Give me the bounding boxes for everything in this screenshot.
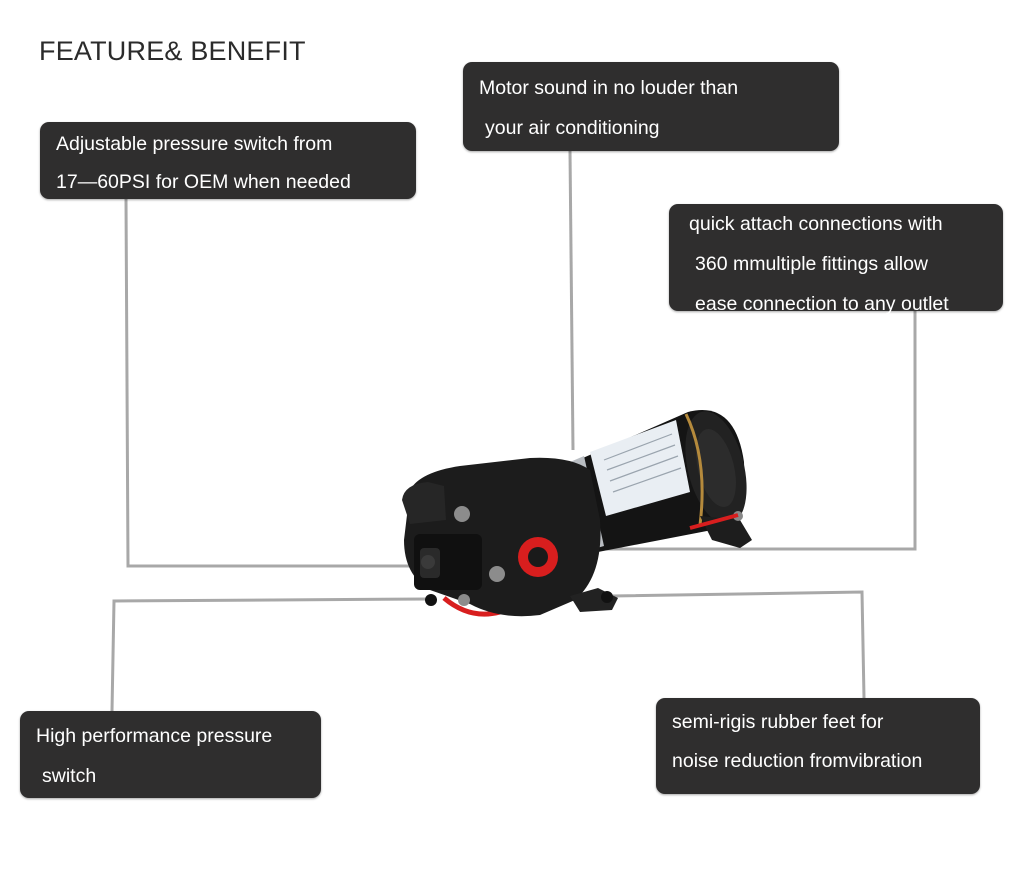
page-title: FEATURE& BENEFIT (39, 36, 306, 66)
callout-high-performance-switch: High performance pressure switch (20, 711, 321, 798)
callout-text: semi-rigis rubber feet for (672, 711, 884, 733)
callout-text: ease connection to any outlet (695, 293, 949, 315)
callout-text: High performance pressure (36, 725, 273, 747)
leader-line-motor-sound (568, 150, 575, 451)
callout-text: 360 mmultiple fittings allow (695, 253, 929, 275)
rear-rubber-foot (700, 516, 752, 548)
callout-quick-attach-connections: quick attach connections with 360 mmulti… (669, 204, 1003, 315)
motor-label (590, 420, 690, 516)
callout-text: noise reduction fromvibration (672, 750, 923, 772)
leader-line-pressure-switch-adjust (124, 198, 418, 568)
red-wire (689, 513, 739, 530)
callout-text: 17—60PSI for OEM when needed (56, 171, 351, 193)
callout-text: Motor sound in no louder than (479, 77, 739, 99)
leader-line-quick-attach (552, 311, 917, 551)
callout-text: switch (42, 765, 97, 787)
callout-text: Adjustable pressure switch from (56, 133, 333, 155)
leader-line-high-performance-switch (110, 597, 431, 712)
diaphragm-pump-image (402, 410, 752, 617)
callout-motor-sound: Motor sound in no louder than your air c… (463, 62, 839, 151)
leader-line-rubber-feet (611, 590, 866, 699)
callout-rubber-feet: semi-rigis rubber feet for noise reducti… (656, 698, 980, 794)
callout-adjustable-pressure-switch: Adjustable pressure switch from 17—60PSI… (40, 122, 416, 199)
callout-text: quick attach connections with (689, 213, 943, 235)
callout-text: your air conditioning (485, 117, 660, 139)
